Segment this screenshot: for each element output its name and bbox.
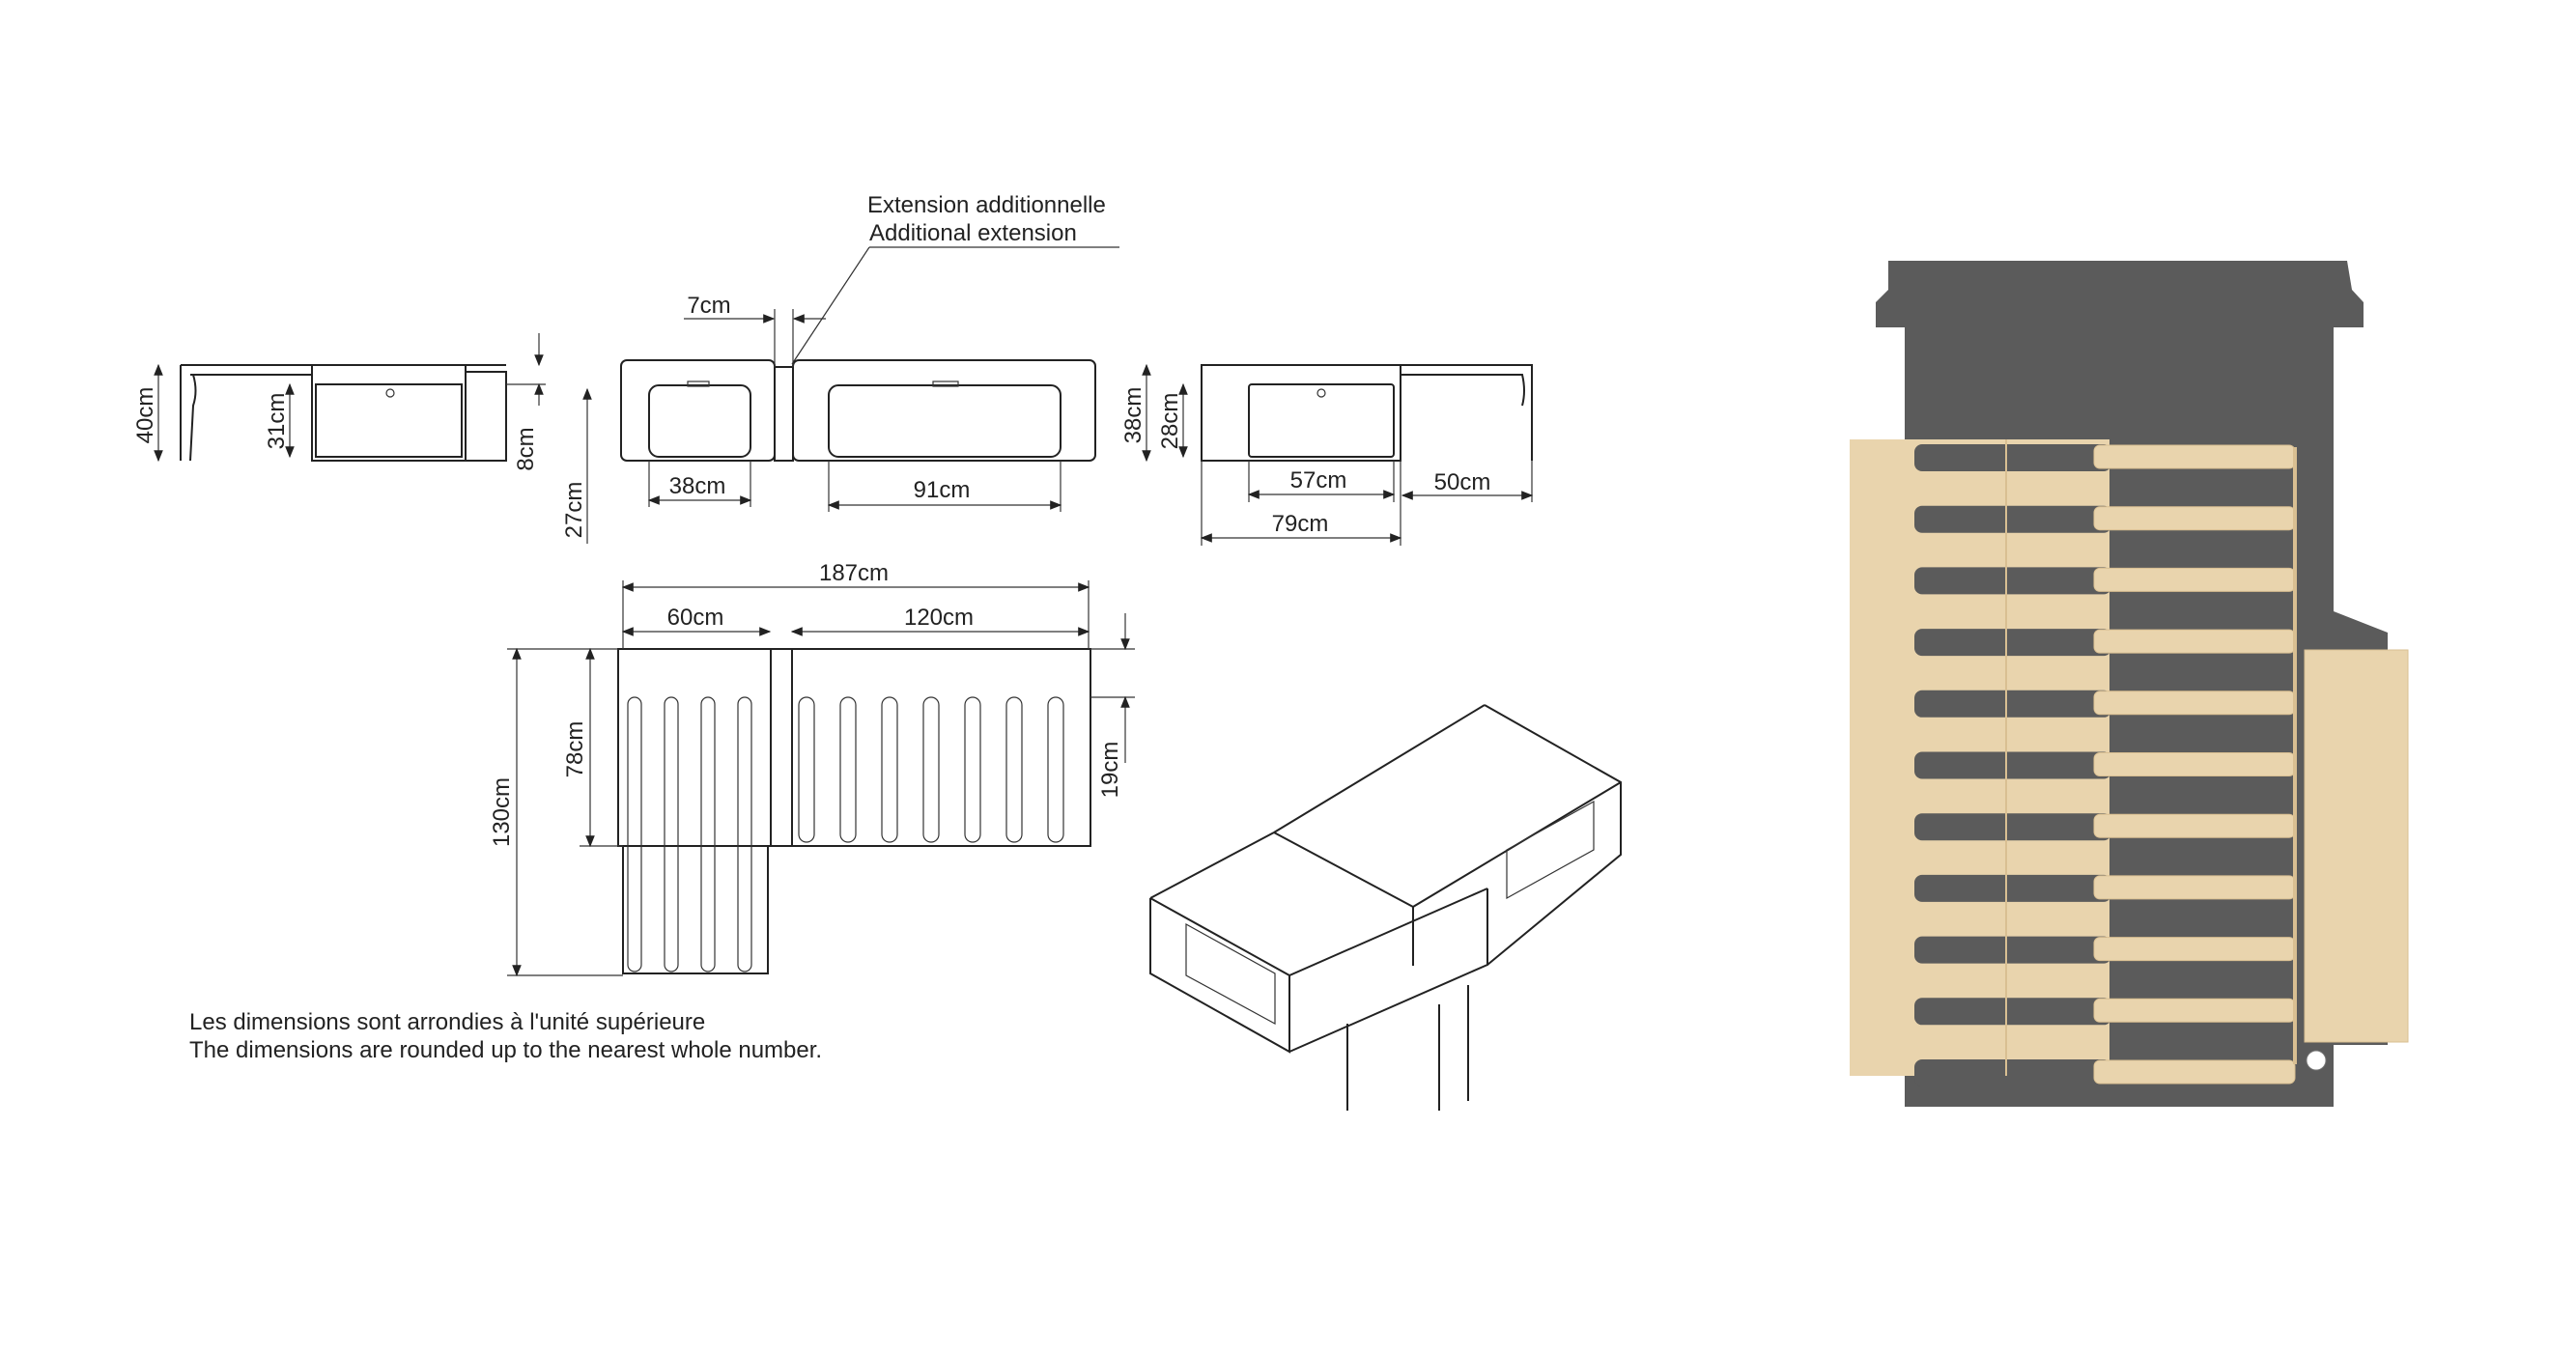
plan-slat-left [664, 696, 679, 972]
dim-78cm: 78cm [562, 721, 588, 778]
dim-91cm: 91cm [914, 477, 971, 503]
wood-slat [2093, 998, 2296, 1023]
plan-slat-right [798, 696, 815, 843]
wood-panel-slot [1914, 874, 2111, 902]
dim-120cm: 120cm [904, 605, 974, 631]
plan-slat-right [964, 696, 981, 843]
dim-60cm: 60cm [667, 605, 724, 631]
wood-panel-slot [1914, 751, 2111, 779]
wood-panel-slot [1914, 690, 2111, 718]
wood-slat [2093, 1059, 2296, 1085]
plan-slat-left [700, 696, 716, 972]
note-en: The dimensions are rounded up to the nea… [189, 1037, 822, 1063]
dim-19cm: 19cm [1097, 742, 1123, 799]
side-view-right: 38cm 28cm 57cm 50cm 79cm [1120, 363, 1534, 546]
wood-slat [2093, 691, 2296, 716]
dim-27cm: 27cm [561, 482, 587, 539]
wood-panel-slot [1914, 1059, 2111, 1086]
wood-panel-slot [1914, 444, 2111, 471]
front-view: 7cm 27cm 38cm 91cm [561, 293, 1096, 544]
wood-panel-slot [1914, 813, 2111, 841]
plan-slat-right [881, 696, 898, 843]
dim-7cm: 7cm [687, 293, 730, 319]
side-view-left: 40cm 31cm 8cm [132, 333, 546, 471]
dim-79cm: 79cm [1272, 511, 1329, 537]
dim-38cm-drawer: 38cm [669, 473, 726, 499]
wood-slat [2093, 567, 2296, 592]
plan-slat-right [839, 696, 857, 843]
wood-slat [2093, 875, 2296, 900]
wood-slat [2093, 752, 2296, 776]
wood-slat [2093, 506, 2296, 531]
plan-slat-right [922, 696, 940, 843]
dim-40cm: 40cm [132, 387, 158, 444]
plan-slat-left [737, 696, 752, 972]
wood-side-board [2304, 649, 2409, 1043]
dim-38cm-height: 38cm [1120, 387, 1146, 444]
wood-slat [2093, 937, 2296, 962]
extension-label-fr: Extension additionnelle [867, 192, 1106, 218]
dim-8cm: 8cm [513, 427, 539, 470]
wood-panel-slot [1914, 567, 2111, 595]
wood-slat [2093, 629, 2296, 654]
wood-panel-slot [1914, 505, 2111, 533]
plan-view: 187cm 60cm 120cm 130cm 78cm 19cm [489, 560, 1135, 977]
wood-slat [2093, 813, 2296, 838]
dim-57cm: 57cm [1290, 467, 1347, 493]
plan-slat-right [1005, 696, 1023, 843]
note-fr: Les dimensions sont arrondies à l'unité … [189, 1009, 705, 1035]
extension-callout: Extension additionnelle Additional exten… [791, 192, 1119, 365]
wood-panel-slot [1914, 629, 2111, 657]
dim-50cm: 50cm [1434, 469, 1491, 495]
plan-slat-right [1047, 696, 1064, 843]
dim-28cm: 28cm [1157, 393, 1183, 450]
isometric-view [1149, 704, 1622, 1111]
wood-panel-slot [1914, 998, 2111, 1026]
wood-panel-slot [1914, 936, 2111, 964]
extension-label-en: Additional extension [869, 220, 1077, 246]
floor-hole [2306, 1050, 2327, 1071]
dim-187cm: 187cm [819, 560, 889, 586]
top-render [1850, 261, 2409, 1107]
dim-31cm: 31cm [264, 393, 290, 450]
plan-slat-left [627, 696, 642, 972]
wood-slat [2093, 444, 2296, 469]
dim-130cm: 130cm [489, 777, 515, 847]
